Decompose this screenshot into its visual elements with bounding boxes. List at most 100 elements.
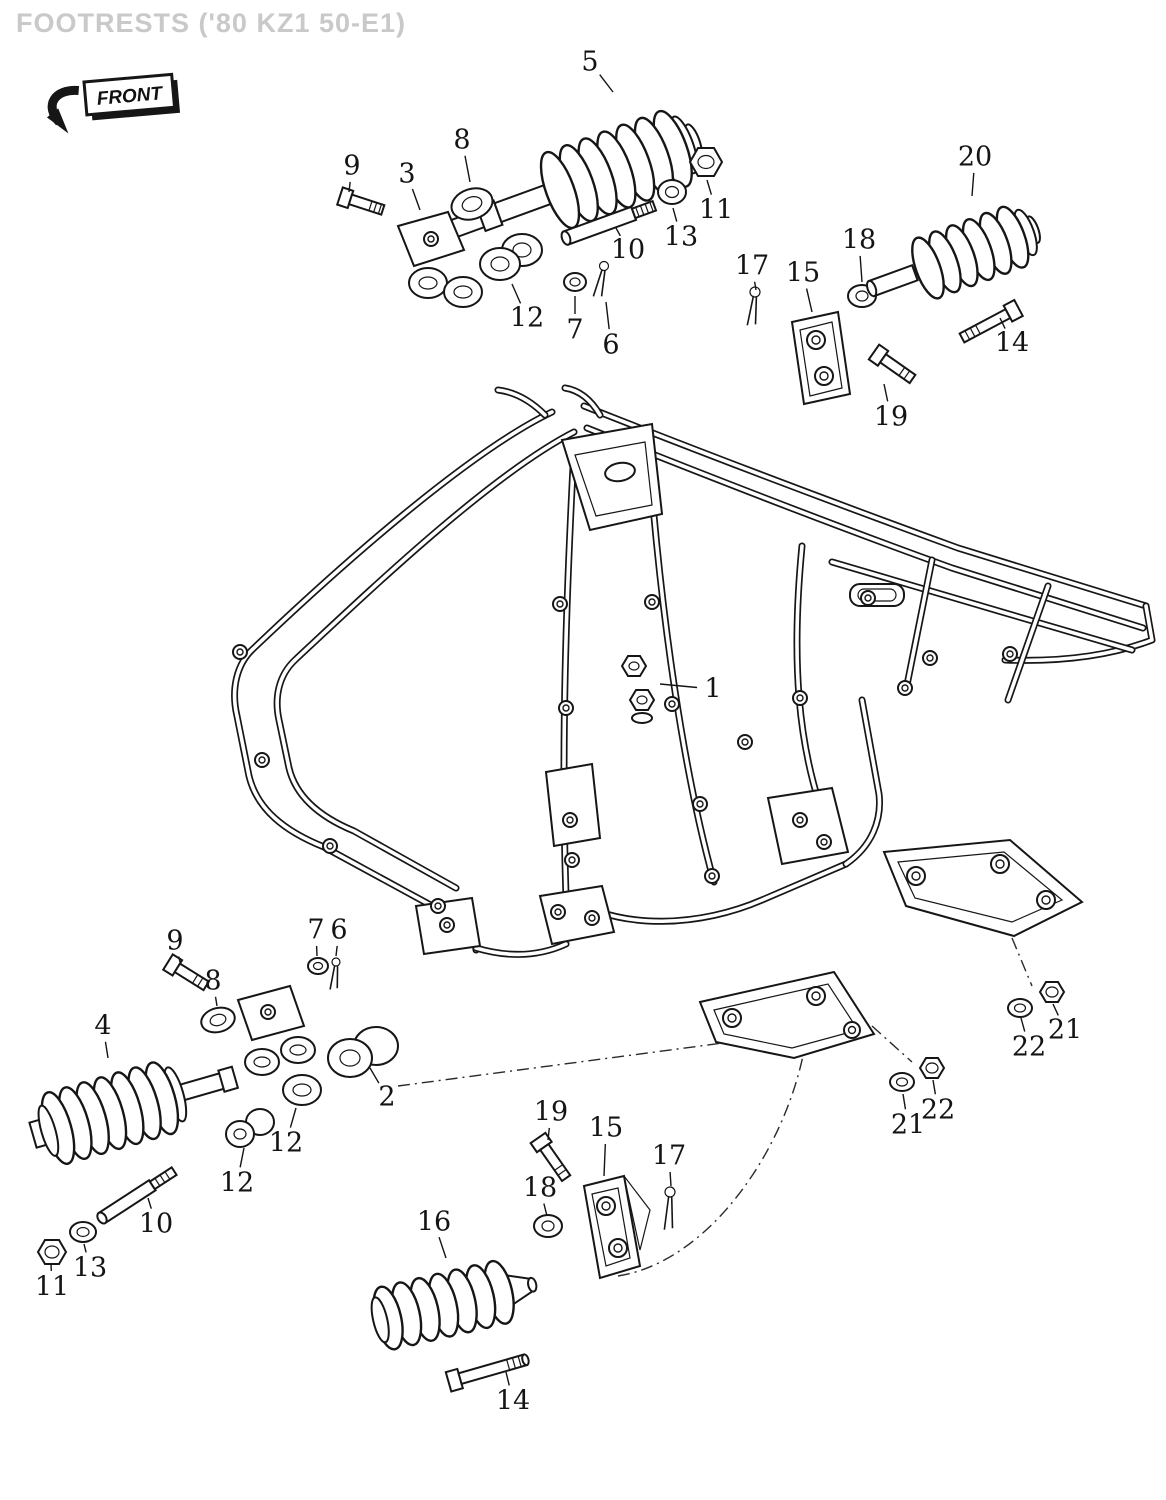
nut-11-lower [36,1239,68,1265]
callout-leader-18-12 [859,255,863,283]
callout-leader-14-33 [505,1371,510,1386]
part-callout-15-11: 15 [786,258,820,289]
steering-gusset-plate [560,422,664,532]
part-callout-1-16: 1 [704,674,721,705]
callout-leader-6-6 [605,301,610,330]
callout-leader-17-10 [753,281,757,291]
part-callout-19-28: 19 [534,1097,568,1128]
bolt-9-top [335,186,386,216]
callout-leader-3-3 [411,188,421,211]
mid-gusset-plate [544,762,602,848]
callout-leader-21-37 [902,1093,907,1110]
bolt-19-top [867,343,917,385]
part-callout-22-36: 22 [921,1095,955,1126]
part-callout-21-37: 21 [891,1110,925,1141]
callout-leader-13-8 [672,207,678,222]
part-callout-16-31: 16 [417,1207,451,1238]
part-callout-2-22: 2 [378,1082,395,1113]
front-arrow-head [46,108,69,134]
callout-leader-13-26 [83,1243,87,1253]
part-callout-13-26: 13 [73,1253,107,1284]
callout-leader-5-0 [599,74,614,93]
footrest-pad-20 [865,205,1041,300]
part-callout-7-18: 7 [307,915,324,946]
callout-leader-4-21 [104,1041,109,1059]
rear-bracket-plate-upper [882,838,1084,938]
part-callout-8-20: 8 [204,966,221,997]
callout-leader-18-30 [543,1203,548,1217]
cotter-pin-17-top [746,286,761,326]
washer-18-bottom [533,1214,563,1238]
part-callout-12-4: 12 [510,303,544,334]
part-callout-17-10: 17 [735,251,769,282]
frame-nut-part1 [620,655,656,724]
frame-holes [232,590,1018,933]
callout-leader-15-29 [603,1143,607,1177]
hanger-bracket-15-bottom [582,1174,651,1280]
callout-leader-10-7 [615,227,621,237]
part-callout-18-12: 18 [842,225,876,256]
rubber-damper-12-lower-a [282,1074,322,1106]
part-callout-9-17: 9 [166,926,183,957]
rod-10-top [560,199,658,246]
callout-leader-1-16 [659,683,698,689]
rear-peg-mount-plate [538,884,616,946]
part-callout-17-32: 17 [652,1141,686,1172]
callout-leader-20-13 [971,172,975,197]
callout-leader-6-19 [335,945,338,957]
nut-22-lower [918,1057,946,1079]
part-callout-21-34: 21 [1048,1015,1082,1046]
callout-leader-12-4 [511,283,522,304]
cotter-pin-6-top [592,260,610,297]
callout-leader-17-32 [669,1171,672,1187]
part-callout-15-29: 15 [589,1113,623,1144]
swingarm-gusset-plate [766,786,850,866]
footrest-pad-4 [28,1061,240,1165]
callout-leader-8-20 [214,996,218,1007]
part-callout-13-8: 13 [664,222,698,253]
rear-slot-bracket [849,583,905,607]
bolt-19-bottom [529,1131,572,1183]
part-callout-11-9: 11 [699,195,733,226]
nut-21-upper [1038,981,1066,1003]
callout-leader-12-23 [289,1107,297,1128]
callout-leader-9-17 [178,956,181,963]
rod-10-lower [96,1166,178,1225]
callout-leader-9-2 [348,181,351,193]
washer-22-upper [1007,998,1033,1018]
washer-8-lower [200,1006,236,1034]
footrest-bracket-lower [236,984,316,1076]
front-banner-box [82,72,177,117]
callout-leader-19-15 [883,383,889,402]
callout-leader-19-28 [547,1127,550,1141]
part-callout-4-21: 4 [94,1011,111,1042]
page-title: FOOTRESTS ('80 KZ1 50-E1) [16,8,407,38]
front-direction-banner: FRONT [46,72,181,134]
rubber-damper-12-top [479,233,543,281]
callout-leader-12-24 [239,1147,245,1168]
motorcycle-frame [231,384,1156,958]
part-callout-14-14: 14 [995,328,1029,359]
part-callout-6-6: 6 [602,330,619,361]
part-callout-9-2: 9 [343,151,360,182]
callout-leader-15-11 [805,288,813,313]
bolt-14-bottom [444,1353,530,1393]
part-callout-6-19: 6 [330,915,347,946]
washer-13-lower [69,1221,97,1243]
callout-leader-22-35 [1020,1017,1026,1032]
hanger-bracket-15-top [790,310,852,406]
part-callout-10-7: 10 [611,235,645,266]
washer-21-lower [889,1072,915,1092]
part-callout-19-15: 19 [874,402,908,433]
rear-bracket-plate-lower [698,970,876,1060]
part-callout-22-35: 22 [1012,1032,1046,1063]
bolt-9-lower [161,952,211,992]
part-callout-11-27: 11 [35,1272,69,1303]
callout-leader-8-1 [464,155,471,183]
nut-11-top [688,147,724,177]
rubber-damper-12-lower-b [225,1108,275,1148]
part-callout-14-33: 14 [496,1386,530,1417]
callout-leader-22-36 [932,1079,937,1095]
